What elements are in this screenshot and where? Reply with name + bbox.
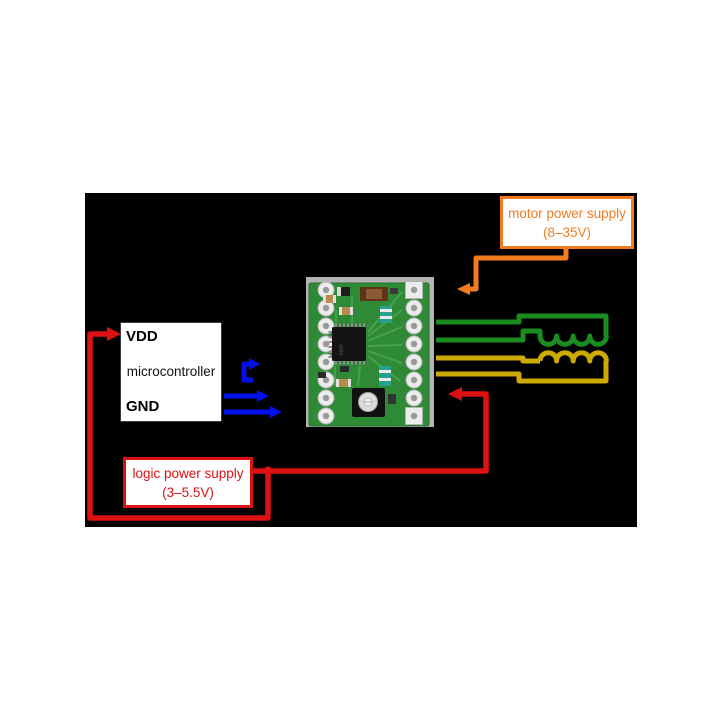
motor-power-supply-range: (8–35V) — [542, 224, 592, 240]
coil-b-wires — [436, 350, 609, 384]
logic-power-wire-left-loop — [87, 331, 271, 521]
coil-a-lead-2 — [436, 328, 543, 343]
logic-power-arrowheads — [107, 327, 462, 476]
logic-power-supply-range: (3–5.5V) — [162, 484, 214, 500]
board-components — [318, 287, 398, 404]
motor-power-supply-label: motor power supply — [508, 205, 626, 221]
wire-junction-dot — [263, 466, 273, 476]
coil-b-lead-2 — [436, 361, 609, 384]
coil-a-wires — [436, 313, 609, 347]
microcontroller-label: microcontroller — [126, 364, 216, 379]
driver-ic: 4988 — [328, 323, 366, 365]
board-pads-left — [317, 281, 335, 425]
logic-power-wire-to-board — [252, 391, 489, 474]
step-signal-elbow-arrow — [241, 361, 253, 383]
logic-power-wires — [87, 331, 489, 521]
vdd-arrowhead — [107, 327, 121, 341]
board-pads-right — [405, 281, 423, 425]
logic-power-supply-box: logic power supply (3–5.5V) — [123, 457, 253, 508]
coil-a-inductor — [537, 333, 609, 347]
gnd-label: GND — [126, 398, 160, 415]
control-signal-arrowheads — [249, 358, 282, 418]
control-signal-arrows — [224, 361, 270, 415]
motor-power-supply-box: motor power supply (8–35V) — [500, 196, 634, 249]
board-gnd-arrowhead — [448, 387, 462, 401]
motor-power-arrowhead — [457, 283, 470, 295]
motor-power-wire — [468, 248, 569, 292]
resistor — [323, 295, 336, 303]
driver-board-photo: 4988 — [306, 277, 434, 427]
capacitor — [380, 306, 392, 323]
coil-b-lead-1 — [436, 355, 540, 364]
vdd-label: VDD — [126, 328, 158, 345]
resistor — [339, 307, 353, 315]
svg-text:4988: 4988 — [337, 344, 343, 355]
coil-b-inductor — [537, 350, 609, 364]
logic-power-supply-label: logic power supply — [132, 465, 244, 481]
capacitor — [379, 366, 391, 386]
current-trimpot — [352, 388, 385, 417]
microcontroller-box: VDD microcontroller GND — [120, 322, 222, 422]
resistor — [336, 379, 351, 387]
coil-a-lead-1 — [436, 313, 609, 336]
pcb-board — [308, 282, 430, 427]
